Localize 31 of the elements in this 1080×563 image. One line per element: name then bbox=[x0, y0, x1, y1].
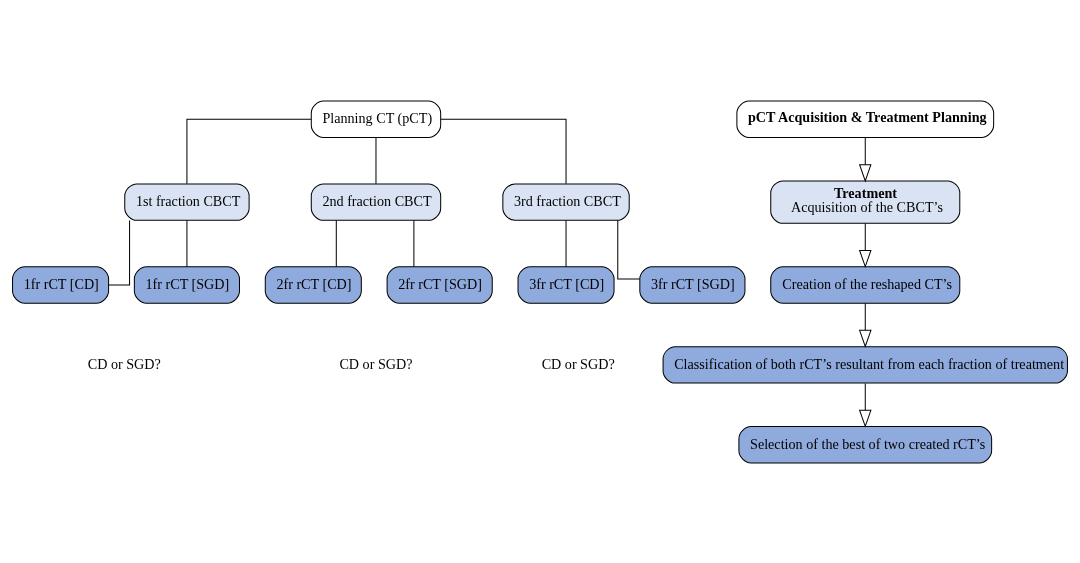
connector bbox=[186, 118, 312, 184]
connector bbox=[335, 219, 337, 267]
node-box: Creation of the reshaped CT’s bbox=[770, 265, 961, 304]
arrow bbox=[858, 222, 872, 268]
node-box: pCT Acquisition & Treatment Planning bbox=[736, 100, 995, 138]
node-box: 1fr rCT [CD] bbox=[12, 265, 110, 304]
node-box: 3rd fraction CBCT bbox=[502, 182, 630, 221]
connector bbox=[413, 219, 415, 267]
label: CD or SGD? bbox=[541, 355, 615, 372]
node-box: 3fr rCT [SGD] bbox=[639, 265, 746, 304]
label: CD or SGD? bbox=[87, 355, 161, 372]
arrow bbox=[858, 136, 872, 182]
connector bbox=[375, 136, 377, 184]
node-box: Selection of the best of two created rCT’s bbox=[738, 425, 993, 463]
node-box: Planning CT (pCT) bbox=[310, 100, 442, 138]
arrow bbox=[858, 302, 872, 348]
node-box: 3fr rCT [CD] bbox=[517, 265, 615, 304]
node-box: Classification of both rCT’s resultant from each fraction of treatment bbox=[662, 345, 1068, 384]
connector bbox=[186, 219, 188, 267]
node-box: Treatment Acquisition of the CBCT’s bbox=[770, 179, 961, 224]
connector bbox=[565, 219, 567, 267]
node-box: 1fr rCT [SGD] bbox=[133, 265, 240, 304]
connector bbox=[440, 118, 567, 184]
node-box: 1st fraction CBCT bbox=[124, 182, 250, 221]
label: CD or SGD? bbox=[339, 355, 413, 372]
arrow bbox=[858, 382, 872, 428]
node-box: 2nd fraction CBCT bbox=[310, 182, 442, 221]
connector bbox=[108, 219, 131, 286]
connector bbox=[617, 219, 641, 279]
node-box: 2fr rCT [CD] bbox=[264, 265, 362, 304]
node-box: 2fr rCT [SGD] bbox=[386, 265, 493, 304]
